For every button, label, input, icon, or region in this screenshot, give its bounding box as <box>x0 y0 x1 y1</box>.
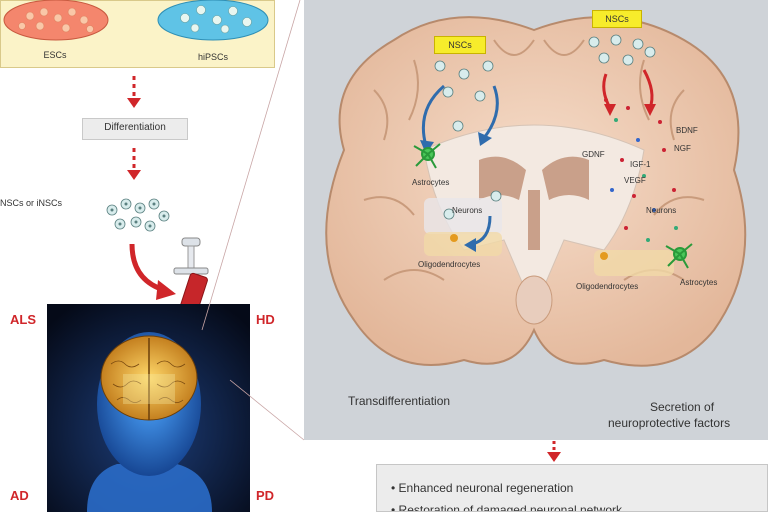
label-igf1: IGF-1 <box>630 160 651 169</box>
label-neurons-left: Neurons <box>452 206 483 215</box>
disease-label-als: ALS <box>10 312 36 327</box>
dish-escs <box>3 0 109 41</box>
bullet: • <box>391 481 399 495</box>
nscs-tag-left: NSCs <box>434 36 486 54</box>
curved-arrow-icon <box>129 243 176 300</box>
head-brain-image <box>47 304 250 512</box>
outcomes-box: • Enhanced neuronal regeneration • Resto… <box>376 464 768 512</box>
label-neurons-right: Neurons <box>646 206 677 215</box>
outcome-text: Enhanced neuronal regeneration <box>398 481 574 495</box>
label-bdnf: BDNF <box>676 126 698 135</box>
outcome-item: • Enhanced neuronal regeneration <box>391 481 573 495</box>
caption-transdifferentiation: Transdifferentiation <box>348 394 451 408</box>
differentiation-box: Differentiation <box>82 118 188 140</box>
dish-hipscs <box>157 0 269 41</box>
nscs-label: NSCs or iNSCs <box>0 198 63 208</box>
disease-label-hd: HD <box>256 312 275 327</box>
arrow-down-icon <box>547 441 561 462</box>
label-vegf: VEGF <box>624 176 646 185</box>
label-oligodendrocytes-right: Oligodendrocytes <box>576 282 639 291</box>
arrow-down-icon <box>127 76 141 108</box>
label-astrocytes-right: Astrocytes <box>680 278 718 287</box>
outcome-item: • Restoration of damaged neuronal networ… <box>391 503 623 512</box>
dish-escs-label: ESCs <box>43 50 67 60</box>
arrow-down-icon <box>127 148 141 180</box>
nscs-tag-right: NSCs <box>592 10 642 28</box>
caption-secretion-line1: Secretion of <box>650 400 715 414</box>
label-gdnf: GDNF <box>582 150 605 159</box>
outcome-text: Restoration of damaged neuronal network <box>398 503 623 512</box>
brain-coronal-section <box>325 16 747 367</box>
disease-label-ad: AD <box>10 488 29 503</box>
caption-secretion-line2: neuroprotective factors <box>608 416 731 430</box>
connector-lines <box>201 0 305 441</box>
dish-hipscs-label: hiPSCs <box>197 52 228 62</box>
label-astrocytes-left: Astrocytes <box>412 178 450 187</box>
label-ngf: NGF <box>674 144 691 153</box>
label-oligodendrocytes-left: Oligodendrocytes <box>418 260 481 269</box>
nsc-cluster <box>106 198 170 232</box>
disease-label-pd: PD <box>256 488 275 503</box>
bullet: • <box>391 503 399 512</box>
